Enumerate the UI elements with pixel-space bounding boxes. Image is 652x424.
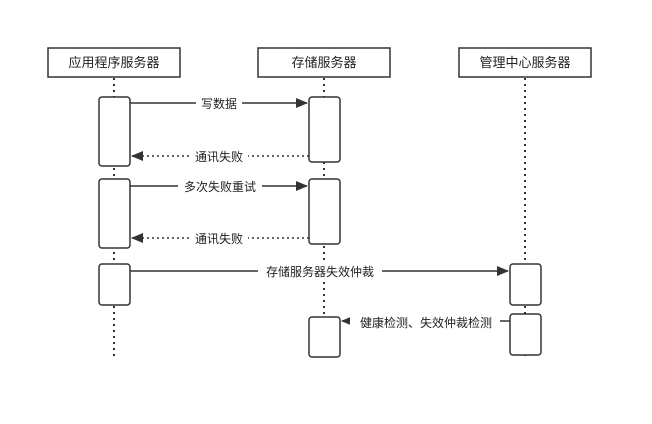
message-comm-failure-2-label: 通讯失败 [195, 231, 243, 246]
message-health-check-label: 健康检测、失效仲裁检测 [360, 315, 492, 330]
message-comm-failure-1: 通讯失败 [131, 148, 309, 164]
participant-mgmt-label: 管理中心服务器 [479, 55, 570, 71]
participant-storage: 存储服务器 [257, 47, 391, 78]
activation-app-3 [98, 263, 131, 306]
activation-app-1 [98, 96, 131, 167]
message-health-check: 健康检测、失效仲裁检测 [341, 313, 510, 330]
activation-app-2 [98, 178, 131, 249]
message-write-data: 写数据 [130, 95, 308, 111]
activation-storage-3 [308, 316, 341, 358]
participant-storage-label: 存储服务器 [291, 55, 356, 71]
message-write-data-label: 写数据 [201, 96, 237, 111]
message-retry: 多次失败重试 [130, 178, 308, 194]
activation-mgmt-1 [509, 263, 542, 306]
message-comm-failure-2: 通讯失败 [131, 230, 309, 246]
message-comm-failure-1-label: 通讯失败 [195, 149, 243, 164]
activation-storage-1 [308, 96, 341, 163]
message-retry-label: 多次失败重试 [184, 179, 256, 194]
activation-storage-2 [308, 178, 341, 245]
activation-mgmt-2 [509, 313, 542, 356]
participant-app-label: 应用程序服务器 [68, 55, 159, 71]
message-arbitration-label: 存储服务器失效仲裁 [266, 264, 374, 279]
participant-mgmt: 管理中心服务器 [458, 47, 592, 78]
participant-app: 应用程序服务器 [47, 47, 181, 78]
message-arbitration: 存储服务器失效仲裁 [130, 263, 509, 279]
